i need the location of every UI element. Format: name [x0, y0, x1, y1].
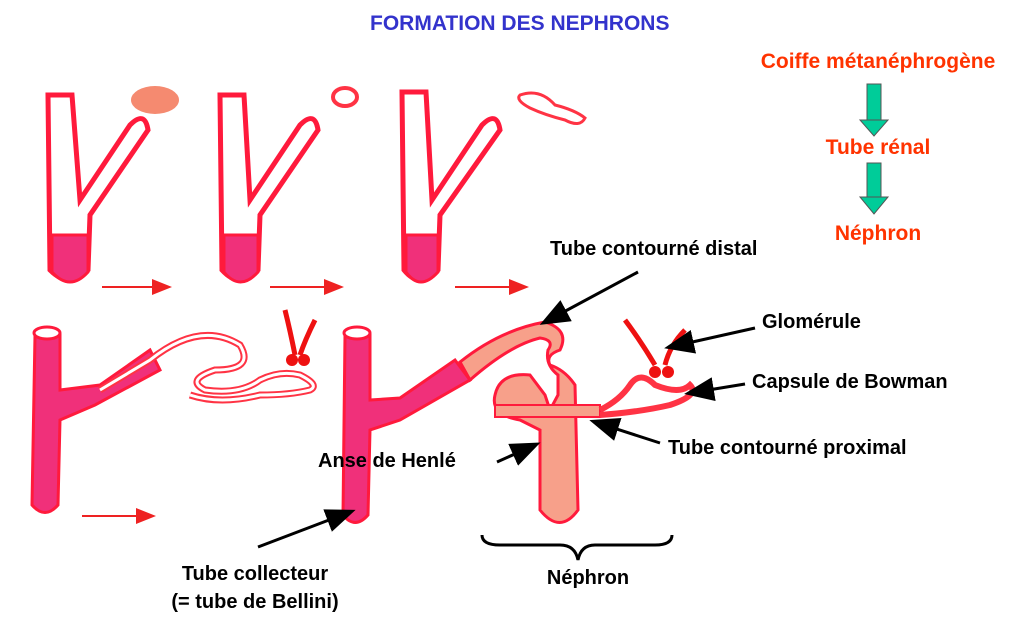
stage-1-ureteric-bud — [45, 86, 179, 284]
stage-5-mature-nephron — [341, 318, 696, 561]
label-collecting-duct: Tube collecteur — [181, 563, 329, 585]
collecting-duct — [341, 333, 473, 524]
flow-arrow-1 — [858, 83, 890, 137]
label-nephron: Néphron — [546, 567, 630, 589]
nephron-brace — [480, 534, 674, 561]
label-proximal-tubule: Tube contourné proximal — [668, 437, 907, 459]
proximal-tubule-segment — [494, 404, 601, 418]
stage-2-ureteric-bud — [217, 86, 359, 284]
pointer-henle — [496, 442, 541, 466]
glomerulus — [622, 318, 687, 367]
label-bellini-duct: (= tube de Bellini) — [171, 591, 339, 613]
stage-3-ureteric-bud — [399, 89, 587, 284]
label-bowman-capsule: Capsule de Bowman — [752, 371, 948, 393]
s-shaped-body — [517, 91, 587, 125]
pointer-glomerulus — [664, 326, 756, 354]
label-loop-of-henle: Anse de Henlé — [318, 450, 456, 472]
renal-vesicle — [331, 86, 359, 108]
pointer-bowman — [684, 377, 746, 401]
label-distal-tubule: Tube contourné distal — [550, 238, 758, 260]
nephron-tubule — [458, 320, 580, 524]
pointer-proximal-tubule — [589, 417, 661, 445]
stage-4-tubule — [30, 309, 318, 514]
flow-step-metanephrogenic-cap: Coiffe métanéphrogène — [760, 50, 996, 73]
bowman-capsule — [598, 374, 696, 418]
diagram-title: FORMATION DES NEPHRONS — [370, 12, 670, 35]
flow-step-nephron: Néphron — [834, 222, 922, 245]
pointer-distal-tubule — [539, 270, 639, 325]
flow-step-renal-tube: Tube rénal — [825, 136, 931, 159]
pointer-collecting-duct — [257, 509, 356, 549]
label-glomerulus: Glomérule — [762, 311, 861, 333]
flow-arrow-2 — [858, 162, 890, 215]
metanephrogenic-cap — [131, 86, 179, 114]
